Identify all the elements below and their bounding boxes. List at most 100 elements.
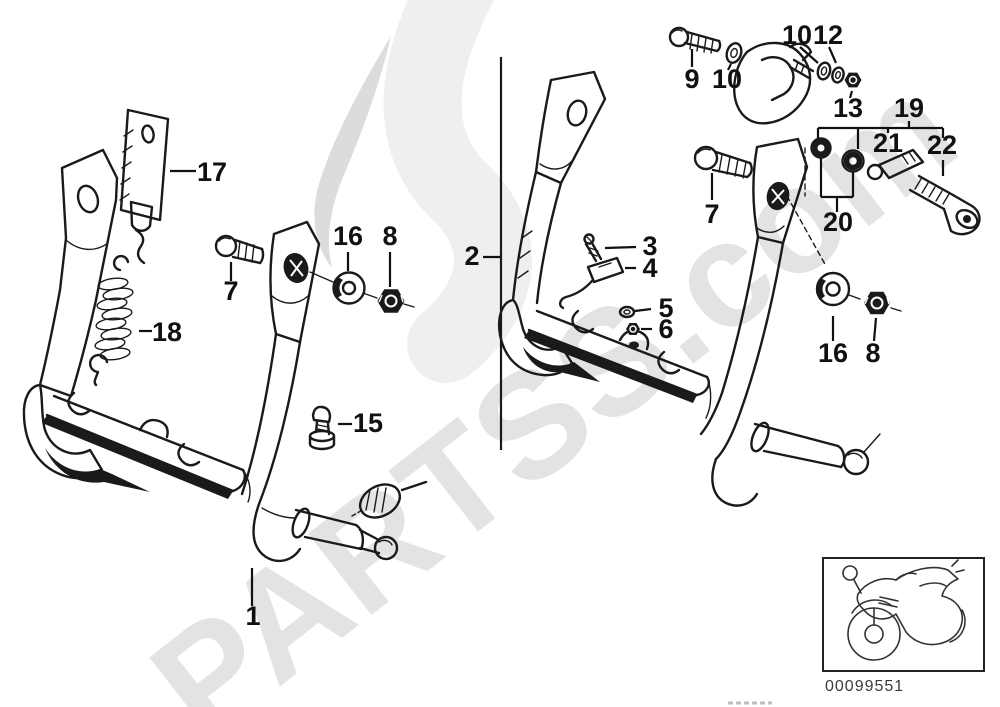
callout-label: 16 <box>333 221 363 251</box>
rubber-grommet <box>810 137 832 159</box>
clamp-strap <box>866 148 925 181</box>
callout-label: 8 <box>865 338 880 368</box>
right-stand-right-leg <box>699 235 881 507</box>
callout-label: 20 <box>823 207 853 237</box>
kit-19-bracket-line <box>816 121 945 176</box>
callout-label: 2 <box>464 241 479 271</box>
callouts: 17 18 7 16 8 15 1 2 <box>139 20 957 631</box>
lever-ball-end <box>373 535 399 561</box>
callout-4: 4 <box>625 253 658 283</box>
callout-label: 12 <box>813 20 843 50</box>
tube-spring-clip <box>571 309 595 334</box>
return-spring <box>88 254 134 387</box>
spring-anchor-clip <box>558 256 625 310</box>
callout-label: 16 <box>818 338 848 368</box>
callout-8-left: 8 <box>382 221 398 287</box>
callout-label: 22 <box>927 130 957 160</box>
callout-13: 13 <box>833 90 863 123</box>
left-plate-hole <box>76 184 100 214</box>
right-stand-foot <box>498 298 574 377</box>
callout-10-left: 10 <box>712 63 742 94</box>
small-nut <box>626 323 640 335</box>
callout-label: 3 <box>642 231 657 261</box>
callout-9: 9 <box>684 49 700 94</box>
callout-19: 19 <box>894 93 924 123</box>
callout-16-right: 16 <box>818 316 848 368</box>
stop-bracket <box>733 41 815 125</box>
left-stand-right-leg <box>240 332 399 563</box>
rubber-bushing <box>332 271 366 305</box>
rubber-bushing <box>815 271 861 307</box>
hex-nut <box>377 289 405 313</box>
group-20-bracket-line <box>819 158 855 212</box>
callout-7-left: 7 <box>223 262 239 306</box>
thumbnail-box: 00099551 <box>822 557 985 695</box>
callout-label: 9 <box>684 64 699 94</box>
right-stand-drawing <box>498 26 981 507</box>
spring-anchor-screw <box>583 233 603 263</box>
right-stand-cross-tube <box>524 309 712 419</box>
callout-label: 10 <box>782 20 812 50</box>
tube-spring-clip <box>177 442 201 467</box>
callout-5: 5 <box>634 293 674 323</box>
tube-spring-clip <box>657 350 681 375</box>
motorcycle-icon <box>842 559 966 661</box>
small-washer <box>618 305 636 319</box>
washer <box>816 61 832 81</box>
callout-label: 4 <box>642 253 657 283</box>
rubber-stop-stud <box>308 405 336 451</box>
callout-label: 5 <box>658 293 673 323</box>
callout-7-right: 7 <box>704 173 720 229</box>
tube-tab <box>618 329 650 351</box>
callout-22: 22 <box>927 130 957 160</box>
lock-washer <box>831 66 845 84</box>
callout-label: 18 <box>152 317 182 347</box>
spring-hanger-plate <box>119 108 170 265</box>
callout-label: 21 <box>873 128 903 158</box>
callout-15: 15 <box>338 408 383 438</box>
hex-nut <box>844 72 862 88</box>
watermark-logo-dark-flame <box>314 36 391 268</box>
rubber-grommet <box>841 149 865 173</box>
right-stand-left-plate <box>534 70 607 185</box>
callout-label: 17 <box>197 157 227 187</box>
roller-cap-piece <box>351 480 428 519</box>
socket-bolt <box>908 174 981 236</box>
callout-18: 18 <box>139 317 182 347</box>
callout-label: 7 <box>704 199 719 229</box>
callout-10-top: 10 <box>782 20 819 64</box>
callout-label: 19 <box>894 93 924 123</box>
callout-label: 1 <box>245 601 260 631</box>
thumbnail-image-number: 00099551 <box>825 678 904 695</box>
tube-spring-clip <box>67 391 91 416</box>
callout-1: 1 <box>245 568 261 631</box>
hex-nut <box>864 291 902 315</box>
lever-ball-end <box>842 448 870 476</box>
callout-label: 7 <box>223 276 238 306</box>
left-stand-drawing <box>22 108 428 563</box>
callout-label: 6 <box>658 314 673 344</box>
hex-bolt <box>693 145 753 179</box>
tube-tab <box>138 418 169 439</box>
callout-17: 17 <box>170 157 227 187</box>
callout-label: 15 <box>353 408 383 438</box>
watermark-logo-light-swoosh <box>383 0 532 383</box>
callout-3: 3 <box>604 231 658 261</box>
callout-8-right: 8 <box>865 317 881 368</box>
callout-label: 10 <box>712 64 742 94</box>
left-stand-cross-tube <box>42 391 251 503</box>
callout-label: 13 <box>833 93 863 123</box>
left-stand-right-plate <box>269 220 321 344</box>
callout-20: 20 <box>823 207 853 237</box>
hex-bolt <box>214 234 265 265</box>
callout-6: 6 <box>641 314 674 344</box>
callout-16-left: 16 <box>333 221 363 271</box>
callout-12: 12 <box>813 20 843 64</box>
callout-2: 2 <box>464 241 500 271</box>
right-stand-right-plate <box>752 137 809 245</box>
washer <box>725 42 743 64</box>
pivot-bolt <box>668 26 722 54</box>
callout-label: 8 <box>382 221 397 251</box>
